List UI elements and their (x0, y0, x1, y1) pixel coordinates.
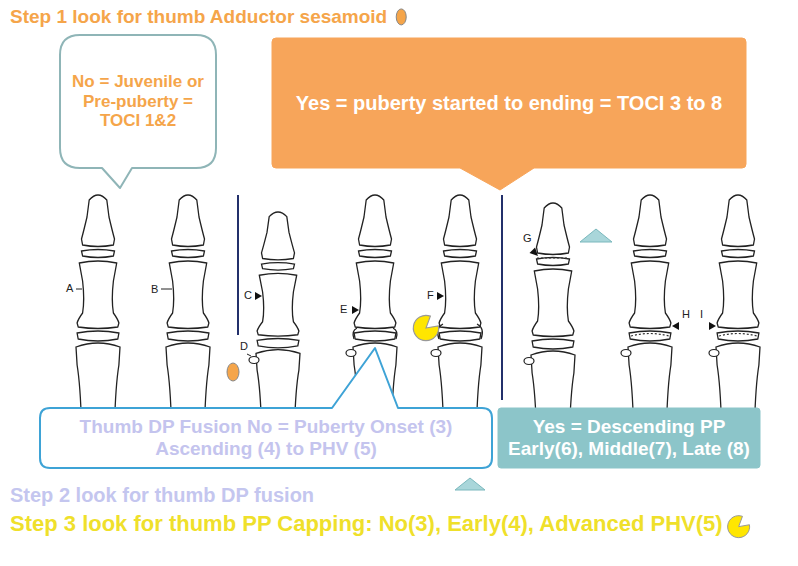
sesamoid-marker (227, 363, 239, 381)
step-marker (455, 478, 485, 490)
figure-letter: C (244, 289, 252, 302)
fusion-lines-part (631, 334, 669, 337)
capping-icon-part (728, 516, 750, 538)
figure-letter: D (240, 340, 248, 353)
sesamoid-bones-part (249, 357, 259, 364)
callout-box: Yes = puberty started to ending = TOCI 3… (272, 38, 746, 168)
step-heading: Step 1 look for thumb Adductor sesamoid (10, 6, 387, 28)
speech-bubble: No = Juvenile or Pre-puberty = TOCI 1&2 (60, 35, 216, 168)
box-text-holder: Yes = Descending PP Early(6), Middle(7),… (506, 416, 752, 460)
thumb-drawing (438, 195, 482, 425)
callout-box: Yes = Descending PP Early(6), Middle(7),… (498, 408, 760, 468)
thumb-drawing (76, 195, 120, 425)
separator-lines-part (501, 195, 503, 400)
figure-letter: E (340, 303, 347, 316)
leader-lines-part (76, 289, 82, 290)
fusion-marker (580, 229, 612, 242)
box-text: Yes = puberty started to ending = TOCI 3… (284, 92, 734, 115)
figure-letter: F (427, 289, 434, 302)
leader-lines (76, 289, 251, 356)
thumb-drawing (531, 203, 575, 433)
box-text-holder: Thumb DP Fusion No = Puberty Onset (3) A… (50, 416, 482, 460)
fusion-lines-part (719, 334, 757, 337)
leader-lines-part (161, 289, 172, 290)
callout-box-shape (498, 408, 760, 468)
thumb-drawing (256, 212, 300, 426)
arrowheads-part (530, 248, 539, 257)
sesamoid-bones-part (621, 350, 631, 357)
fusion-lines (537, 258, 757, 336)
callout-box-shape (40, 348, 492, 468)
arrowheads-part (437, 292, 444, 300)
arrowheads-part (352, 306, 359, 314)
thumb-drawing (628, 195, 672, 425)
fusion-lines-part (537, 257, 569, 258)
figure-letter: H (682, 308, 690, 321)
callout-box: Thumb DP Fusion No = Puberty Onset (3) A… (40, 408, 492, 468)
sesamoid-bones (249, 350, 719, 365)
box-text: Thumb DP Fusion No = Puberty Onset (3) A… (50, 416, 482, 460)
arrowheads-part (709, 322, 716, 330)
sesamoid-bones-part (709, 350, 719, 357)
figure-letter: B (151, 283, 158, 296)
thumb-drawing (716, 195, 760, 425)
speech-bubble-shape (60, 35, 216, 188)
box-text: No = Juvenile or Pre-puberty = TOCI 1&2 (68, 72, 208, 131)
sesamoid-bones-part (346, 350, 356, 357)
step-heading: Step 2 look for thumb DP fusion (10, 484, 314, 507)
sesamoid-bones-part (431, 350, 441, 357)
capping-lips-part (477, 324, 482, 339)
sesamoid-bones-part (524, 358, 534, 365)
capping-lips-part (353, 328, 357, 339)
sesamoid-icon-part (396, 9, 406, 25)
arrowheads (255, 248, 716, 331)
separator-lines-part (237, 195, 239, 335)
figure-letter: I (700, 308, 703, 321)
box-text-holder: No = Juvenile or Pre-puberty = TOCI 1&2 (68, 72, 208, 131)
sesamoid-icon (396, 9, 406, 25)
figure-letter: A (66, 282, 73, 295)
capping-marker (413, 315, 438, 340)
callout-box-shape (272, 38, 746, 190)
arrowheads-part (672, 322, 679, 330)
leader-lines-part (247, 354, 251, 356)
figure-letter: G (523, 232, 532, 245)
step-heading: Step 3 look for thumb PP Capping: No(3),… (10, 511, 723, 536)
capping-icon (728, 516, 750, 538)
arrowheads-part (255, 292, 262, 300)
thumb-drawing (166, 195, 210, 425)
box-text: Yes = Descending PP Early(6), Middle(7),… (506, 416, 752, 460)
thumb-drawings (76, 195, 760, 433)
box-text-holder: Yes = puberty started to ending = TOCI 3… (284, 92, 734, 115)
capping-lips-part (393, 328, 397, 339)
